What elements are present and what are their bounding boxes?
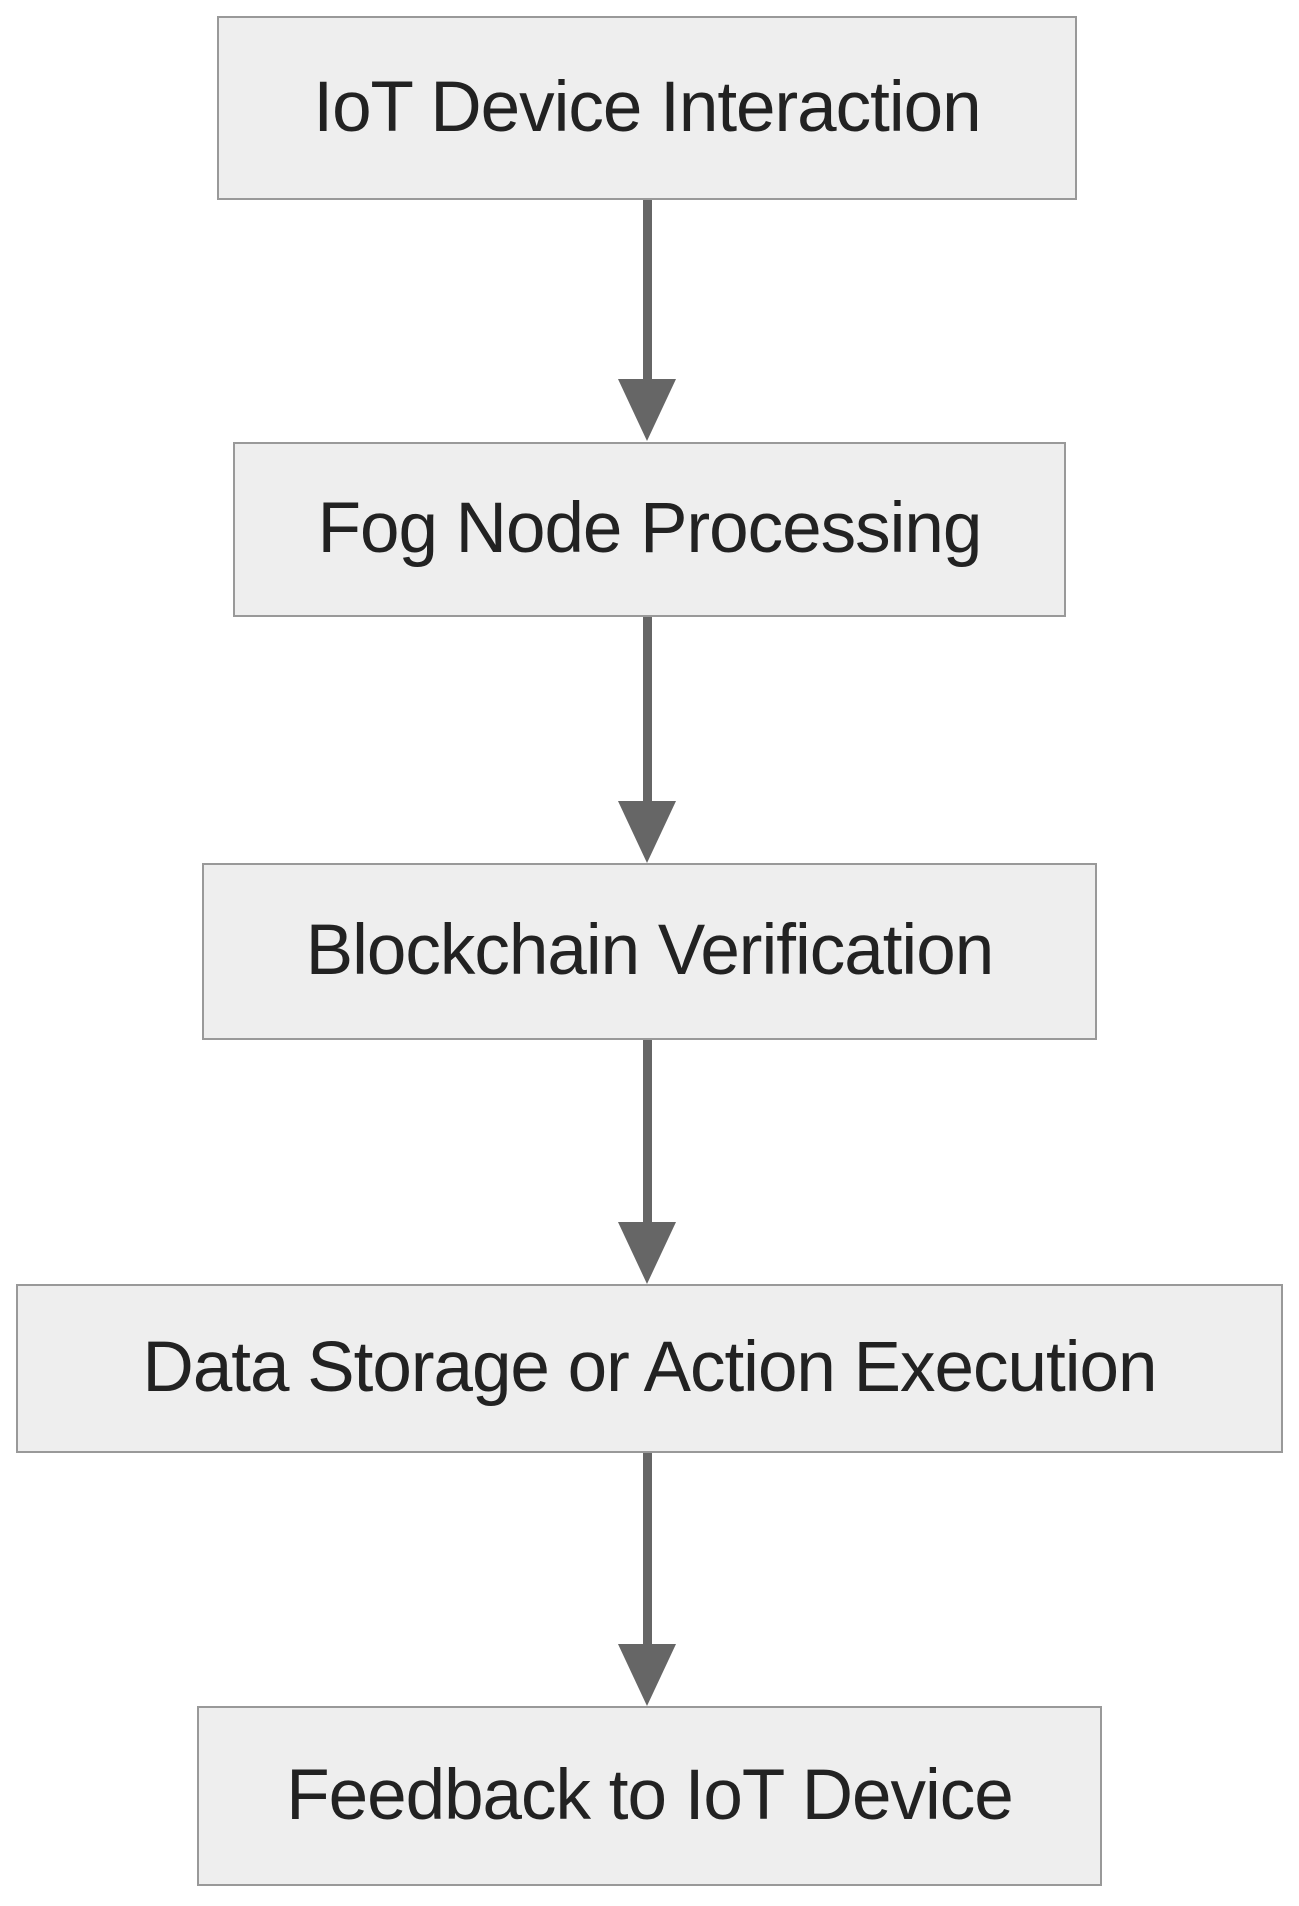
arrowhead-down-icon [618, 801, 676, 863]
flowchart-node-data-storage-or-action-execution: Data Storage or Action Execution [16, 1284, 1283, 1453]
node-label: Blockchain Verification [305, 911, 994, 991]
node-label: Data Storage or Action Execution [142, 1328, 1158, 1408]
flowchart-edge-4 [618, 1453, 676, 1706]
arrowhead-down-icon [618, 379, 676, 441]
flowchart-edge-1 [618, 200, 676, 441]
flowchart-edge-3 [618, 1040, 676, 1284]
node-label: Feedback to IoT Device [286, 1755, 1014, 1835]
arrowhead-down-icon [618, 1644, 676, 1706]
arrowhead-down-icon [618, 1222, 676, 1284]
edge-line [642, 1040, 652, 1222]
node-label: IoT Device Interaction [313, 67, 981, 147]
flowchart-edge-2 [618, 617, 676, 863]
edge-line [642, 1453, 652, 1644]
flowchart-node-feedback-to-iot-device: Feedback to IoT Device [197, 1706, 1102, 1886]
edge-line [642, 617, 652, 801]
node-label: Fog Node Processing [317, 489, 983, 569]
flowchart-node-fog-node-processing: Fog Node Processing [233, 442, 1066, 617]
edge-line [642, 200, 652, 379]
flowchart-node-blockchain-verification: Blockchain Verification [202, 863, 1097, 1040]
flowchart-node-iot-device-interaction: IoT Device Interaction [217, 16, 1077, 200]
